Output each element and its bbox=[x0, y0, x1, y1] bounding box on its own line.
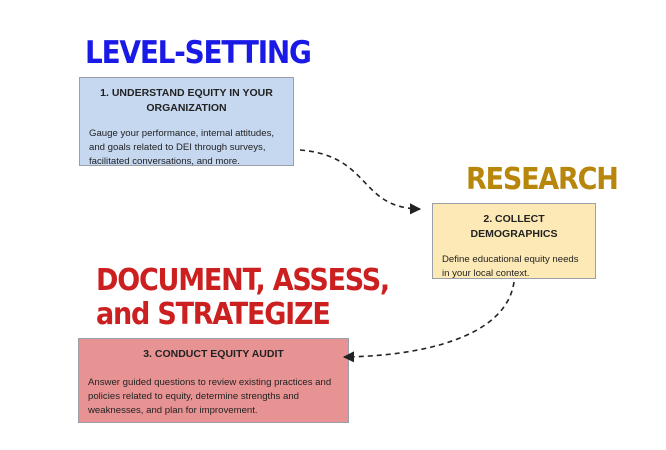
arrow-stage-2-to-3 bbox=[342, 281, 515, 363]
stage-1-description: Gauge your performance, internal attitud… bbox=[89, 128, 275, 168]
stage-2-description: Define educational equity needs in your … bbox=[442, 254, 579, 280]
stage-3-heading-line-2: and STRATEGIZE bbox=[96, 296, 331, 332]
stage-1-box: 1. UNDERSTAND EQUITY IN YOUR ORGANIZATIO… bbox=[79, 77, 294, 168]
stage-2-title-line-1: 2. COLLECT bbox=[483, 213, 545, 225]
stage-2-heading: RESEARCH bbox=[466, 162, 619, 197]
stage-3-heading-line-1: DOCUMENT, ASSESS, bbox=[96, 263, 390, 298]
stage-3-heading: DOCUMENT, ASSESS, and STRATEGIZE bbox=[96, 264, 390, 331]
stage-3-title: 3. CONDUCT EQUITY AUDIT bbox=[143, 348, 284, 360]
stage-2-box: 2. COLLECT DEMOGRAPHICS Define education… bbox=[432, 203, 596, 279]
arrow-stage-1-to-2 bbox=[299, 149, 422, 215]
stage-1-title-line-2: ORGANIZATION bbox=[146, 101, 227, 114]
stage-2-title: 2. COLLECT DEMOGRAPHICS bbox=[442, 212, 586, 241]
stage-3-box: 3. CONDUCT EQUITY AUDIT Answer guided qu… bbox=[78, 338, 349, 423]
stage-1-title-line-1: 1. UNDERSTAND EQUITY IN YOUR bbox=[100, 87, 273, 99]
stage-2-title-line-2: DEMOGRAPHICS bbox=[470, 227, 558, 240]
stage-1-title: 1. UNDERSTAND EQUITY IN YOUR ORGANIZATIO… bbox=[89, 86, 284, 115]
stage-1-heading: LEVEL-SETTING bbox=[85, 35, 312, 71]
stage-3-description: Answer guided questions to review existi… bbox=[88, 376, 332, 416]
